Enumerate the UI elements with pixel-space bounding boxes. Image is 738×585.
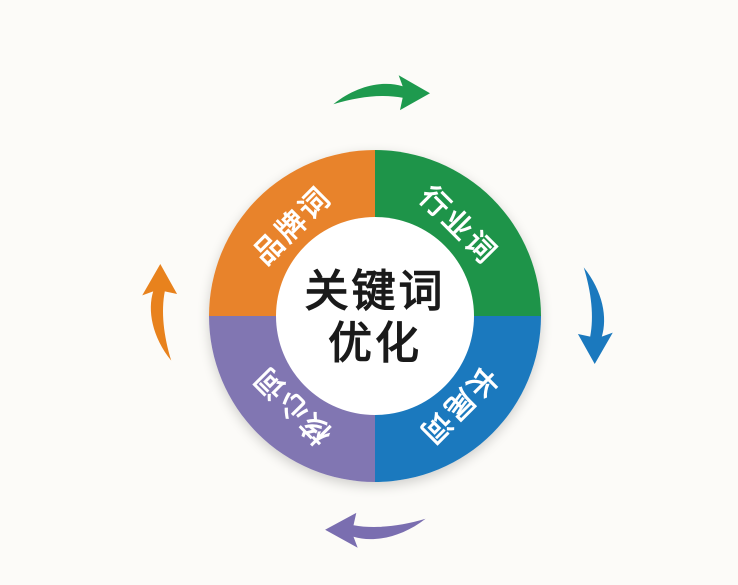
donut-hole [276,217,474,415]
center-title-line1: 关键词 [304,266,446,317]
center-title: 关键词 优化 [305,266,446,370]
cycle-arrow-left-icon [142,264,178,361]
cycle-arrow-bottom-icon [325,512,426,548]
cycle-arrow-top-icon [333,75,430,111]
center-title-line2: 优化 [328,318,422,369]
cycle-arrow-right-icon [577,267,613,364]
